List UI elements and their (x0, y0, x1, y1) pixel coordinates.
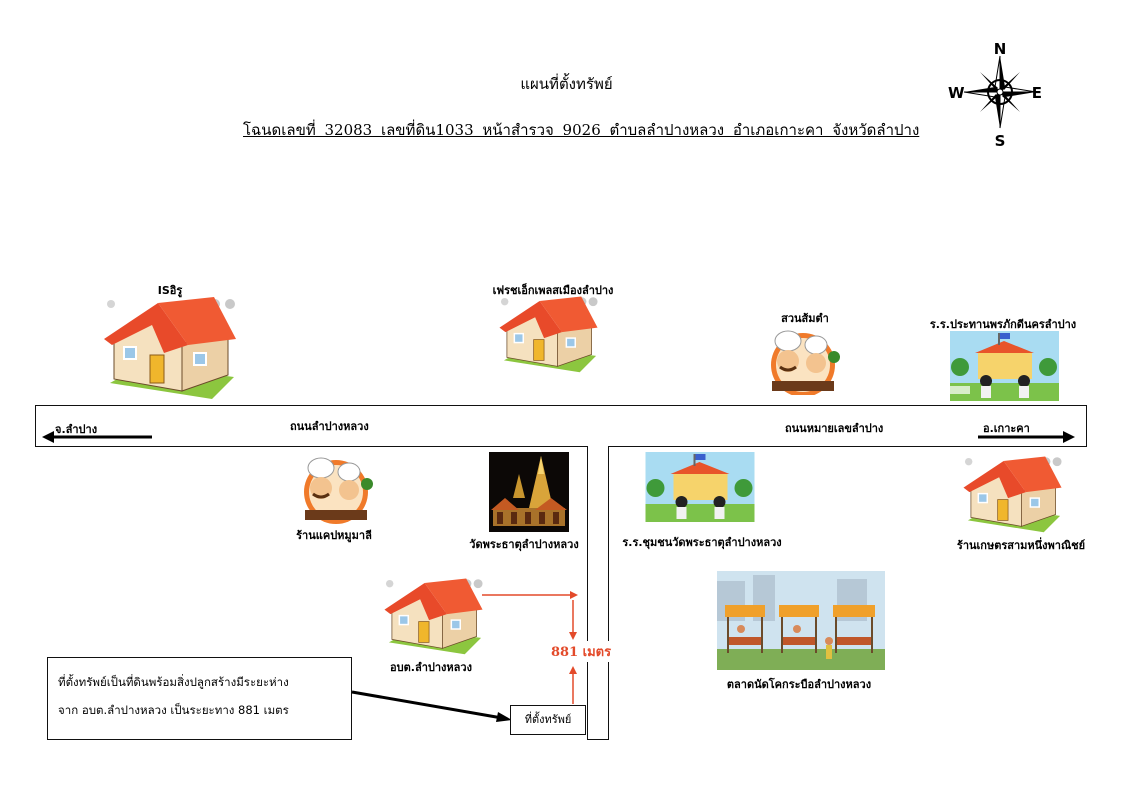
side-road (587, 446, 609, 740)
school-bottom-icon (645, 452, 755, 522)
label-temple: วัดพระธาตุลำปางหลวง (469, 538, 579, 551)
direction-ko-kha: อ.เกาะคา (983, 422, 1030, 435)
map-title: แผนที่ตั้งทรัพย์ (520, 75, 613, 93)
arrow-right-icon (978, 431, 1075, 443)
label-somtam: สวนส้มตำ (781, 312, 829, 325)
property-site-box: ที่ตั้งทรัพย์ (510, 705, 586, 735)
chef-restaurant-icon (771, 330, 840, 395)
compass-w: W (948, 84, 965, 102)
school-top-icon (950, 331, 1059, 401)
label-restaurant: ร้านแคปหมูมาลี (296, 529, 372, 542)
location-note: ที่ตั้งทรัพย์เป็นที่ดินพร้อมสิ่งปลูกสร้า… (47, 657, 352, 740)
restaurant-chef-icon (304, 457, 373, 524)
deed-info: โฉนดเลขที่ 32083 เลขที่ดิน1033 หน้าสำรวจ… (243, 121, 920, 139)
house-farm-shop-icon (963, 456, 1062, 533)
distance-route-arrows (482, 591, 578, 704)
compass-s: S (995, 132, 1006, 150)
note-pointer-arrow (351, 690, 512, 722)
market-icon (717, 571, 885, 670)
main-road (35, 405, 1087, 447)
label-market: ตลาดนัดโคกระบือลำปางหลวง (726, 678, 872, 691)
temple-icon (489, 452, 569, 532)
label-sao: อบต.ลำปางหลวง (390, 661, 472, 674)
compass-n: N (994, 40, 1007, 58)
house-sao-icon (384, 578, 483, 655)
road-name-highway: ถนนหมายเลขลำปาง (785, 422, 884, 435)
compass-e: E (1032, 84, 1042, 102)
house-isiru-icon (104, 297, 236, 399)
direction-lampang: จ.ลำปาง (55, 423, 98, 436)
road-name-lampang-luang: ถนนลำปางหลวง (290, 420, 369, 433)
note-line-2: จาก อบต.ลำปางหลวง เป็นระยะทาง 881 เมตร (58, 703, 289, 717)
distance-label: 881 เมตร (551, 641, 612, 662)
compass-rose-icon: N S E W (948, 40, 1042, 150)
house-fresh-icon (499, 296, 598, 373)
label-isiru: ISอิรู (157, 284, 183, 297)
label-school-bottom: ร.ร.ชุมชนวัดพระธาตุลำปางหลวง (622, 536, 782, 549)
label-farm-shop: ร้านเกษตรสามหนึ่งพาณิชย์ (956, 539, 1086, 552)
label-school-top: ร.ร.ประทานพรภักดีนครลำปาง (929, 318, 1077, 331)
note-line-1: ที่ตั้งทรัพย์เป็นที่ดินพร้อมสิ่งปลูกสร้า… (58, 675, 289, 689)
label-fresh-express: เฟรชเอ็กเพลสเมืองลำปาง (492, 284, 614, 297)
arrow-left-icon (42, 431, 152, 443)
